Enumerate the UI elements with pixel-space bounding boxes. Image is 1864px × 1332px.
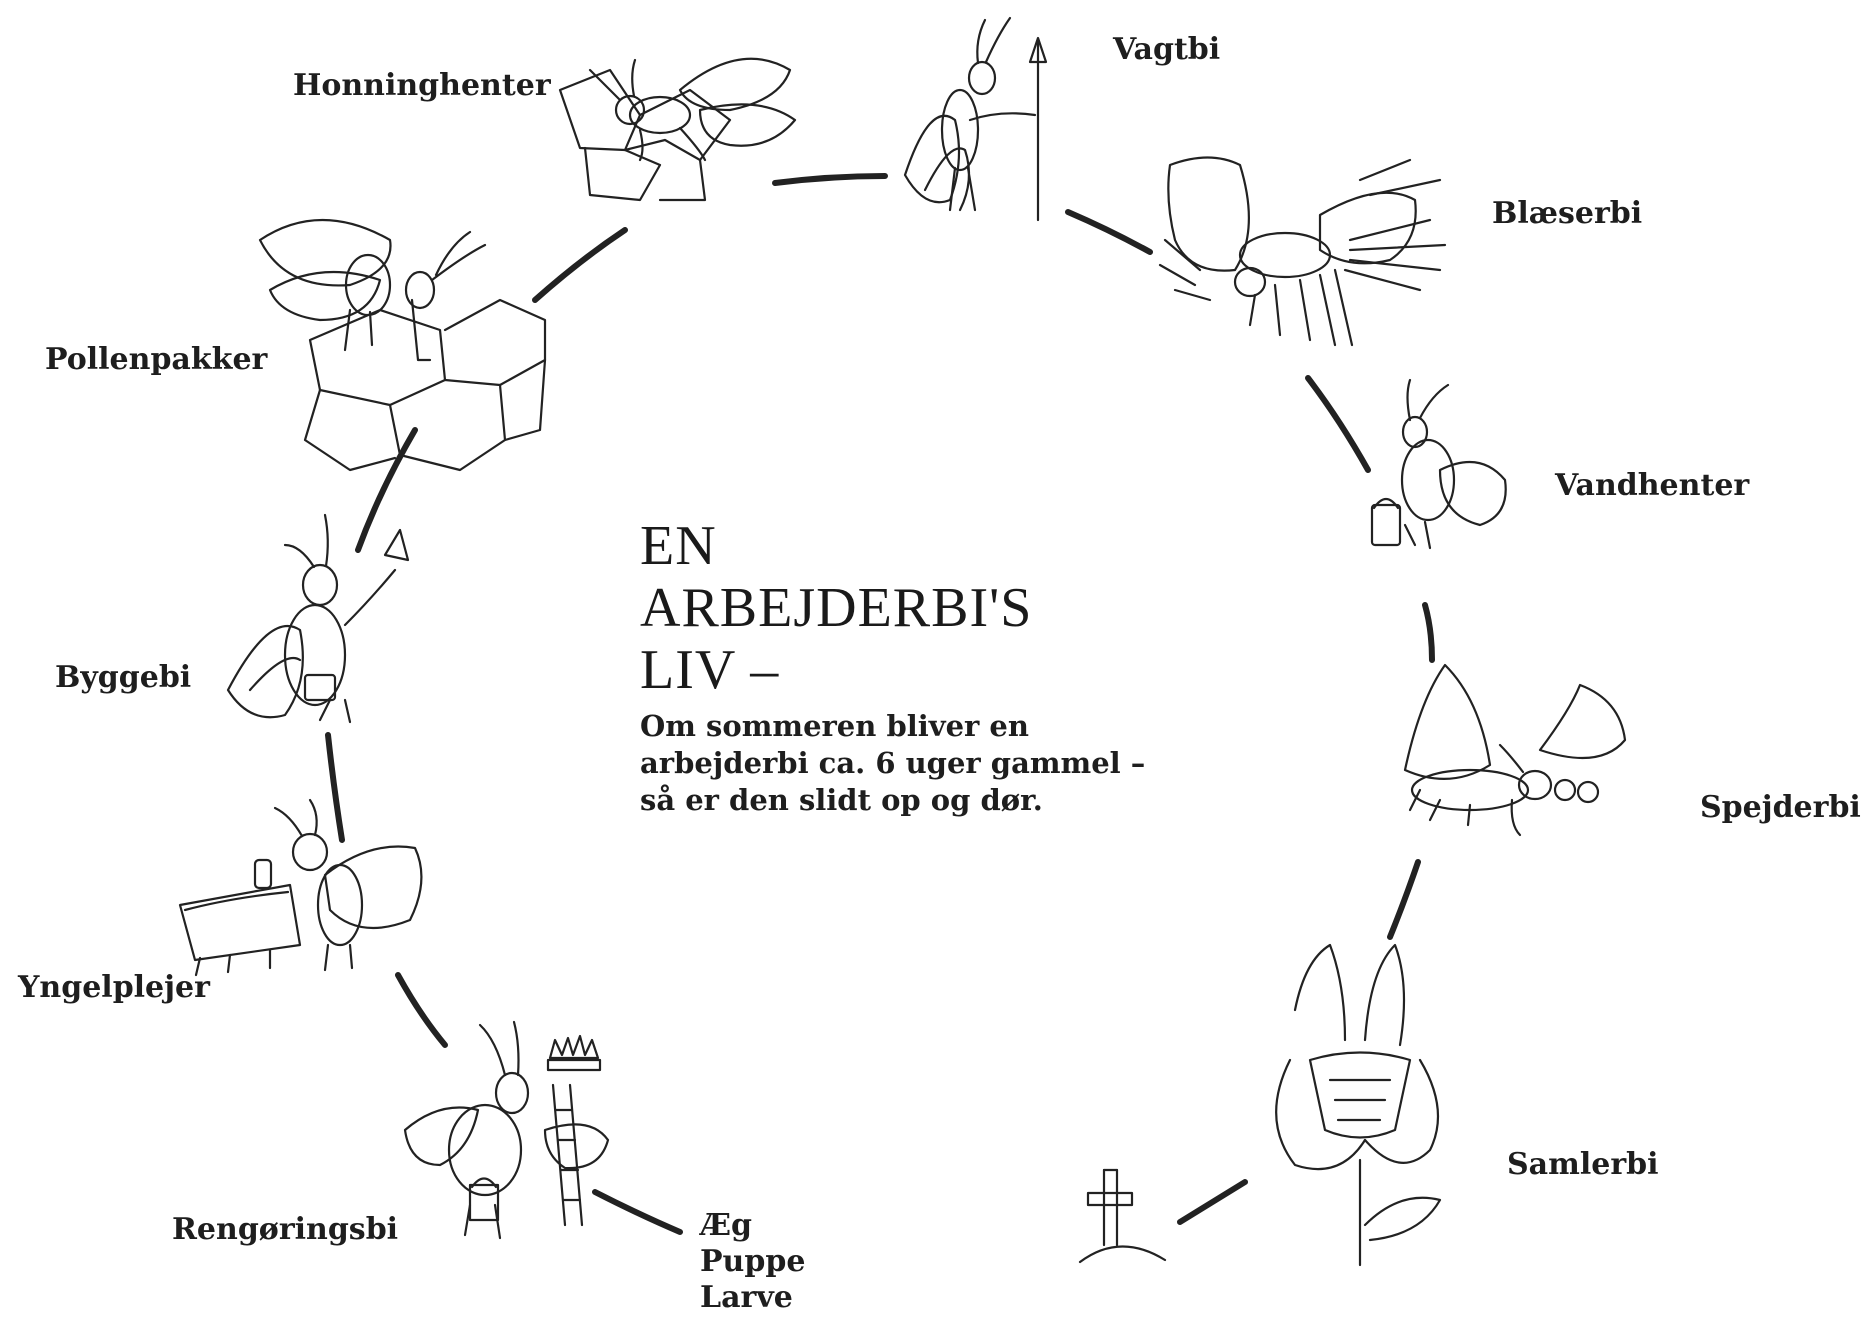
title-line: EN [640, 515, 1032, 577]
stage-label-nurse: Yngelplejer [18, 970, 210, 1005]
stage-label-builder: Byggebi [55, 660, 191, 695]
subtitle-line: Om sommeren bliver en [640, 708, 1145, 745]
subtitle-line: arbejderbi ca. 6 uger gammel – [640, 745, 1145, 782]
larva-line: Larve [700, 1280, 805, 1316]
diagram-subtitle: Om sommeren bliver en arbejderbi ca. 6 u… [640, 708, 1145, 819]
stage-label-pollen: Pollenpakker [45, 342, 267, 377]
builder-bee-icon [228, 515, 408, 722]
stage-label-forager: Samlerbi [1507, 1147, 1659, 1182]
cycle-arc [328, 176, 1432, 1232]
honey-fetcher-bee-icon [560, 59, 795, 200]
diagram-title: EN ARBEJDERBI'S LIV – [640, 515, 1032, 701]
forager-flower-icon [1276, 945, 1440, 1265]
scout-bee-icon [1405, 665, 1625, 835]
grave-cross-icon [1080, 1170, 1165, 1262]
egg-line: Æg [700, 1208, 805, 1244]
water-fetcher-bee-icon [1372, 380, 1506, 548]
stage-label-scout: Spejderbi [1700, 790, 1861, 825]
pupa-line: Puppe [700, 1244, 805, 1280]
stage-label-cleaner: Rengøringsbi [172, 1212, 398, 1247]
title-line: LIV – [640, 639, 1032, 701]
cleaner-bee-icon [405, 1022, 608, 1238]
fanner-bee-icon [1160, 158, 1445, 346]
guard-bee-icon [905, 18, 1046, 220]
title-line: ARBEJDERBI'S [640, 577, 1032, 639]
stage-label-fanner: Blæserbi [1492, 196, 1642, 231]
stage-label-water: Vandhenter [1555, 468, 1749, 503]
nurse-bee-icon [180, 800, 421, 975]
stage-label-honey: Honninghenter [293, 68, 551, 103]
pollen-packer-bee-icon [260, 220, 545, 470]
stage-label-guard: Vagtbi [1113, 32, 1220, 67]
stage-label-egg: Æg Puppe Larve [700, 1208, 805, 1316]
subtitle-line: så er den slidt op og dør. [640, 782, 1145, 819]
